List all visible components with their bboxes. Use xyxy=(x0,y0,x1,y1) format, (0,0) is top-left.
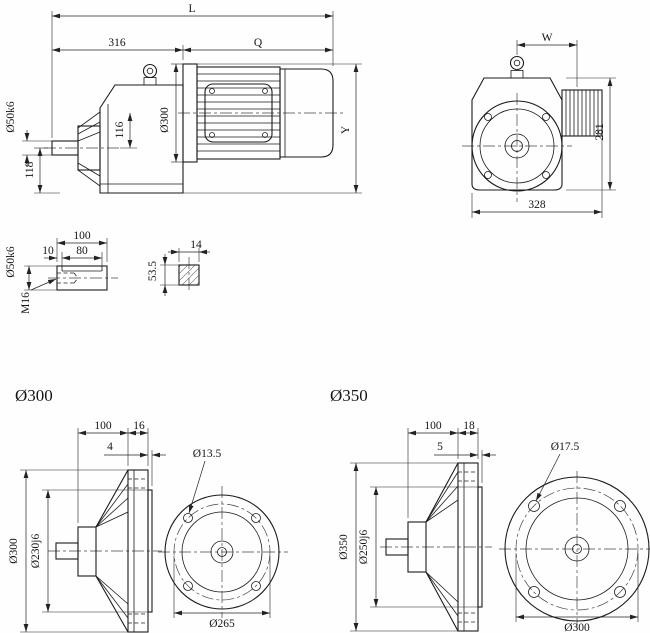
dim-label-328: 328 xyxy=(528,199,546,211)
flange-300-outer-circle xyxy=(164,494,280,610)
key-hatched-section xyxy=(178,264,200,286)
front-hub-circle xyxy=(504,133,530,159)
flange-300-shaft-circle xyxy=(217,547,227,557)
dim-label-f350-outer: Ø350 xyxy=(338,534,350,560)
flange-300-title: Ø300 xyxy=(15,386,53,405)
dim-label-100: 100 xyxy=(73,230,91,242)
flange-350-outer-circle xyxy=(504,476,650,622)
motor-cooling-fins xyxy=(197,73,280,152)
dim-label-80: 80 xyxy=(76,245,88,257)
gearbox-housing xyxy=(99,84,184,194)
side-view: L 316 Q Y Ø50k6 118 116 Ø300 xyxy=(5,3,362,194)
dim-label-W: W xyxy=(542,32,553,44)
dim-label-f300-100: 100 xyxy=(94,420,112,432)
flange-300-view: Ø300 100 16 xyxy=(8,386,288,633)
front-spigot-circle xyxy=(479,108,555,184)
dim-label-118: 118 xyxy=(24,161,36,178)
flange-300-hub-circle xyxy=(210,540,234,564)
flange-350-view: Ø350 100 18 xyxy=(330,386,650,633)
dim-label-f350-bolt-circle: Ø300 xyxy=(564,622,590,633)
front-shaft-circle xyxy=(511,140,523,152)
dim-label-f300-bolt-circle: Ø265 xyxy=(209,618,235,630)
dim-label-316: 316 xyxy=(108,37,126,49)
housing-cooling-fins xyxy=(77,111,101,187)
motor-cover-plate xyxy=(204,83,273,143)
tapped-hole-hidden-lines xyxy=(57,272,79,284)
key-section: 14 53.5 xyxy=(147,239,210,296)
thread-leader xyxy=(30,278,57,291)
flange-300-bolt-holes xyxy=(183,513,261,591)
dim-label-L: L xyxy=(188,3,195,15)
dim-label-shaft-dia-detail: Ø50k6 xyxy=(5,246,17,278)
flange-300-bolt-circle xyxy=(173,503,271,601)
dim-label-f350-bolt-hole: Ø17.5 xyxy=(551,441,580,453)
dim-label-thread: M16 xyxy=(20,292,32,314)
dim-label-flange-dia: Ø300 xyxy=(159,107,171,133)
dim-label-281: 281 xyxy=(594,123,606,141)
flange-350-bolt-holes xyxy=(528,500,626,598)
terminal-box-fins xyxy=(565,90,599,136)
motor-cover-screws xyxy=(209,88,268,138)
flange-350-hub-circle xyxy=(564,536,590,562)
front-eyebolt xyxy=(509,55,525,79)
dim-label-f300-outer: Ø300 xyxy=(8,538,20,564)
dim-label-key-width: 14 xyxy=(190,239,202,251)
shaft-body xyxy=(56,265,108,291)
fan-cowl xyxy=(279,68,334,158)
flange-350-bearing xyxy=(407,521,427,573)
dim-label-f300-16: 16 xyxy=(133,420,145,432)
dim-label-f350-spigot: Ø250j6 xyxy=(358,530,370,565)
flange-300-spigot-circle xyxy=(181,511,263,593)
flange-350-bolt-leader xyxy=(535,453,561,502)
dim-label-f300-spigot: Ø230j6 xyxy=(30,534,42,569)
flange-300-fins xyxy=(95,483,129,619)
flange-350-title: Ø350 xyxy=(330,386,368,405)
dim-label-116: 116 xyxy=(114,121,126,138)
flange-350-spigot xyxy=(477,486,483,608)
flange-350-bolt-hidden-lines xyxy=(458,471,478,623)
dim-label-f350-18: 18 xyxy=(463,420,475,432)
front-view: W 281 328 xyxy=(462,32,616,218)
dim-label-shaft-dia: Ø50k6 xyxy=(5,101,17,133)
front-flange-bolt-holes xyxy=(484,113,550,179)
shaft-detail: 100 10 80 Ø50k6 M16 xyxy=(5,230,118,314)
flange-300-bolt-hidden-lines xyxy=(128,478,148,624)
flange-350-spigot-circle xyxy=(525,497,629,601)
flange-300-bearing xyxy=(77,526,97,577)
flange-300-bolt-leader xyxy=(188,460,206,514)
flange-350-bolt-circle xyxy=(515,487,639,611)
flange-350-shaft-circle xyxy=(572,544,582,554)
dim-label-f300-bolt-hole: Ø13.5 xyxy=(193,448,222,460)
dim-label-f350-100: 100 xyxy=(424,420,442,432)
flange-300-spigot xyxy=(147,489,153,613)
dim-label-Q: Q xyxy=(254,37,263,49)
dim-label-f300-4: 4 xyxy=(107,441,113,453)
flange-350-fins xyxy=(425,471,459,617)
dim-label-f350-5: 5 xyxy=(437,441,443,453)
front-flange-circle xyxy=(471,100,563,192)
dim-label-key-height: 53.5 xyxy=(147,261,159,281)
dim-label-10: 10 xyxy=(42,245,54,257)
eyebolt xyxy=(142,63,158,86)
dim-label-Y: Y xyxy=(340,125,352,134)
